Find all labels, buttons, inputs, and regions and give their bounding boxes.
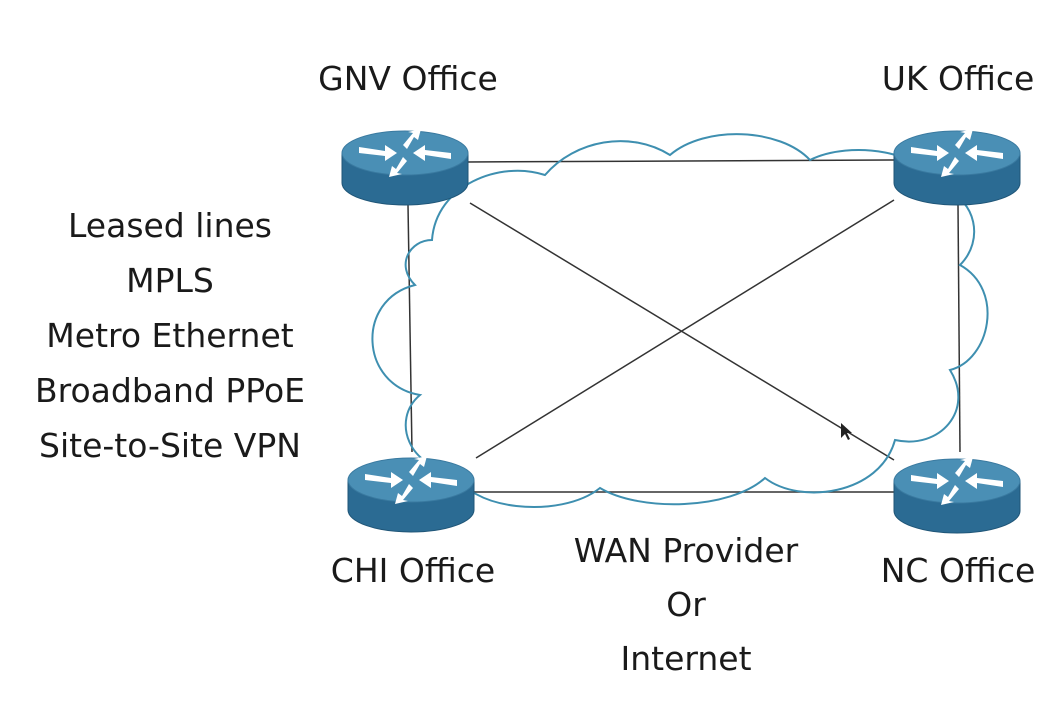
- mouse-cursor-icon: [841, 423, 852, 440]
- office-label-chi: CHI Office: [330, 551, 496, 590]
- link-gnv-chi: [407, 204, 413, 453]
- office-label-gnv: GNV Office: [318, 59, 498, 98]
- router-icon: [893, 456, 1021, 534]
- router-icon: [893, 128, 1021, 206]
- tech-item: Broadband PPoE: [34, 371, 306, 410]
- tech-item: MPLS: [126, 261, 214, 300]
- wan-line-3: Internet: [620, 639, 752, 678]
- tech-item: Leased lines: [67, 206, 272, 245]
- cloud-icon: [371, 133, 989, 508]
- link-uk-nc: [957, 204, 961, 453]
- wan-line-1: WAN Provider: [573, 531, 799, 570]
- router-icon: [341, 128, 469, 206]
- links: [407, 159, 961, 493]
- office-label-nc: NC Office: [880, 551, 1036, 590]
- link-gnv-uk: [465, 159, 895, 163]
- office-label-uk: UK Office: [881, 59, 1035, 98]
- wan-provider-label: WAN Provider Or Internet: [574, 524, 798, 686]
- link-chi-uk: [475, 199, 895, 459]
- wan-technology-list: Leased lines MPLS Metro Ethernet Broadba…: [35, 198, 305, 473]
- tech-item: Site-to-Site VPN: [39, 426, 301, 465]
- wan-line-2: Or: [666, 585, 706, 624]
- router-icon: [347, 455, 475, 533]
- tech-item: Metro Ethernet: [46, 316, 294, 355]
